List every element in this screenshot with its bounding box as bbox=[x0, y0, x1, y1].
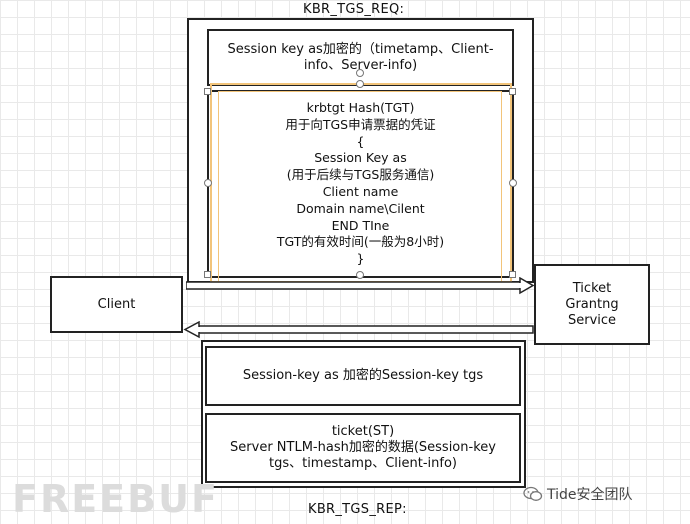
tgt-line: TGT的有效时间(一般为8小时) bbox=[276, 234, 445, 250]
tgt-line: 用于向TGS申请票据的凭证 bbox=[285, 116, 436, 132]
resize-handle-left[interactable] bbox=[204, 179, 212, 187]
tgt-line: Client name bbox=[322, 184, 399, 199]
selection-frame-inner bbox=[218, 91, 502, 283]
session-key-line: Session key as加密的（timetamp、Client- bbox=[227, 41, 494, 57]
arrow-left-icon bbox=[183, 321, 534, 339]
resize-handle-tl[interactable] bbox=[204, 88, 211, 95]
ticket-st-box: ticket(ST) Server NTLM-hash加密的数据(Session… bbox=[205, 413, 521, 483]
tgs-label-line: Grantng bbox=[565, 296, 619, 312]
req-title: KBR_TGS_REQ: bbox=[303, 2, 405, 17]
wechat-icon bbox=[523, 486, 543, 501]
resize-handle-right[interactable] bbox=[509, 179, 517, 187]
session-key-tgs-label: Session-key as 加密的Session-key tgs bbox=[242, 368, 484, 383]
session-key-line: info、Server-info) bbox=[303, 57, 418, 73]
wechat-account: Tide安全团队 bbox=[523, 484, 633, 504]
ticket-st-line: tgs、timestamp、Client-info) bbox=[268, 456, 457, 471]
session-key-tgs-box: Session-key as 加密的Session-key tgs bbox=[205, 346, 521, 406]
tgt-box: krbtgt Hash(TGT) 用于向TGS申请票据的凭证 { Session… bbox=[207, 90, 514, 278]
freebuf-watermark: FREEBUF bbox=[12, 477, 219, 521]
resize-handle-bl[interactable] bbox=[204, 271, 211, 278]
tgs-label-line: Service bbox=[567, 312, 617, 328]
resize-handle-bottom[interactable] bbox=[356, 271, 364, 279]
ticket-st-line: ticket(ST) bbox=[331, 424, 395, 439]
tgt-line: Domain name\Cilent bbox=[296, 200, 425, 216]
resize-handle-br[interactable] bbox=[509, 271, 516, 278]
tgt-line: } bbox=[356, 251, 365, 267]
tgt-line: END TIne bbox=[331, 217, 390, 233]
tgt-line: (用于后续与TGS服务通信) bbox=[286, 167, 435, 183]
arrow-right-icon bbox=[186, 277, 535, 295]
client-label: Client bbox=[97, 296, 136, 312]
tgt-line: krbtgt Hash(TGT) bbox=[306, 100, 415, 116]
resize-handle-tr[interactable] bbox=[509, 88, 516, 95]
resize-handle-top[interactable] bbox=[356, 69, 364, 77]
tgt-line: { bbox=[356, 133, 365, 149]
wechat-label: Tide安全团队 bbox=[547, 487, 633, 503]
tgt-line: Session Key as bbox=[314, 150, 407, 166]
client-box: Client bbox=[50, 276, 183, 333]
rep-title: KBR_TGS_REP: bbox=[308, 502, 407, 517]
session-key-box: Session key as加密的（timetamp、Client- info、… bbox=[207, 29, 514, 86]
tgs-box: Ticket Grantng Service bbox=[534, 264, 650, 345]
tgs-label-line: Ticket bbox=[572, 280, 612, 296]
ticket-st-line: Server NTLM-hash加密的数据(Session-key bbox=[230, 440, 496, 455]
resize-handle-top-inner[interactable] bbox=[356, 80, 364, 88]
